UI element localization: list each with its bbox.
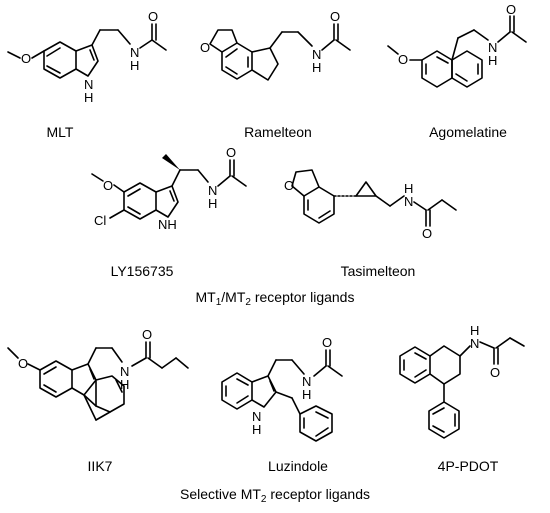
mt2-selective-group-caption: Selective MT2 receptor ligands (180, 486, 370, 505)
tasimelteon-carbonyl-oxygen: O (422, 226, 432, 241)
iik7-carbonyl-oxygen: O (142, 327, 152, 342)
ly156735-methyl-wedge (162, 154, 180, 170)
tasimelteon-amide-nitrogen: N (404, 194, 413, 209)
agomelatine-structure: O N H O (387, 2, 527, 88)
ly156735-methoxy-oxygen: O (103, 178, 113, 193)
tasimelteon-amide-hydrogen: H (404, 181, 413, 196)
agomelatine-amide-nitrogen: N (488, 40, 497, 55)
ramelteon-carbonyl-oxygen: O (330, 9, 340, 24)
luzindole-amide-nitrogen: N (302, 374, 311, 389)
ly156735-chlorine: Cl (94, 213, 106, 228)
luzindole-amide-hydrogen: H (302, 387, 311, 402)
agomelatine-label: Agomelatine (429, 124, 507, 140)
mlt-structure: O N H O N H (7, 9, 167, 105)
4p-pdot-label: 4P-PDOT (438, 458, 499, 474)
agomelatine-methoxy-oxygen: O (398, 52, 408, 67)
4p-pdot-amide-hydrogen: H (470, 323, 479, 338)
mlt-amide-hydrogen: H (130, 58, 139, 73)
tasimelteon-furan-oxygen: O (284, 178, 294, 193)
luzindole-indole-nitrogen: N (252, 409, 261, 424)
mlt-indole-nh: N (84, 77, 93, 92)
4p-pdot-carbonyl-oxygen: O (490, 365, 500, 380)
ly156735-amide-nitrogen: N (208, 183, 217, 198)
iik7-amide-hydrogen: H (120, 377, 129, 392)
tasimelteon-structure: O H N O (284, 169, 457, 241)
4p-pdot-structure: N H O (399, 323, 525, 439)
ramelteon-structure: O N H O (200, 9, 351, 81)
luzindole-carbonyl-oxygen: O (322, 335, 332, 350)
agomelatine-amide-hydrogen: H (488, 53, 497, 68)
tasimelteon-label: Tasimelteon (341, 263, 416, 279)
mlt-indole-h: H (84, 90, 93, 105)
ly156735-carbonyl-oxygen: O (226, 145, 236, 160)
ramelteon-label: Ramelteon (244, 124, 312, 140)
luzindole-label: Luzindole (268, 458, 328, 474)
luzindole-structure: N H N H O (221, 335, 343, 442)
mlt-label: MLT (47, 124, 74, 140)
ramelteon-amide-nitrogen: N (312, 47, 321, 62)
iik7-methoxy-oxygen: O (18, 356, 28, 371)
ramelteon-furan-oxygen: O (200, 40, 210, 55)
ly156735-amide-hydrogen: H (208, 196, 217, 211)
agomelatine-carbonyl-oxygen: O (506, 2, 516, 17)
iik7-label: IIK7 (88, 458, 113, 474)
mt1-mt2-group-caption: MT1/MT2 receptor ligands (196, 289, 355, 308)
iik7-amide-nitrogen: N (120, 364, 129, 379)
ly156735-indole-nh: NH (158, 217, 177, 232)
luzindole-indole-hydrogen: H (252, 422, 261, 437)
4p-pdot-amide-nitrogen: N (470, 336, 479, 351)
mlt-methoxy-oxygen: O (21, 51, 31, 66)
ly156735-structure: O Cl NH N H O (91, 145, 247, 232)
mlt-carbonyl-oxygen: O (148, 9, 158, 24)
iik7-structure: O N H O (7, 327, 189, 421)
ramelteon-amide-hydrogen: H (312, 60, 321, 75)
ly156735-label: LY156735 (111, 263, 174, 279)
mlt-amide-nitrogen: N (130, 45, 139, 60)
